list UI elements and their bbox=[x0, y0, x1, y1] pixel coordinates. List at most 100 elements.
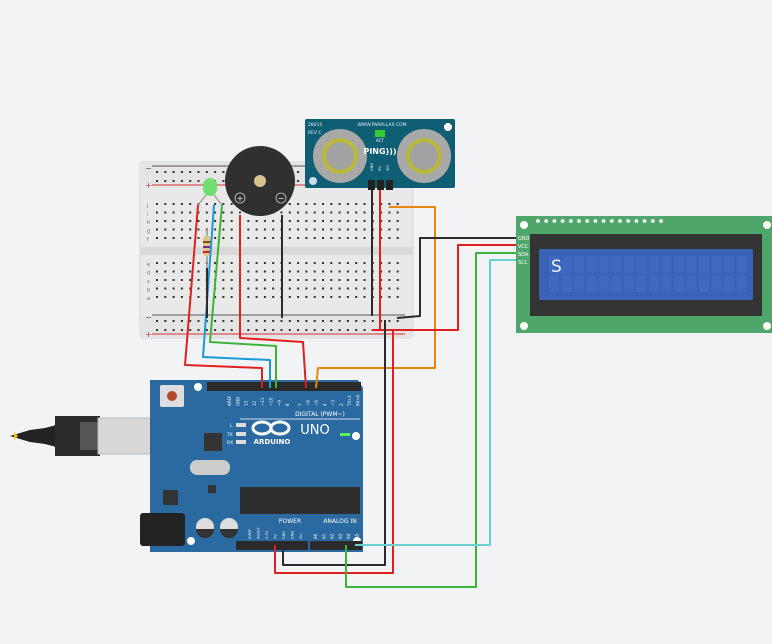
digital-pin-label: ~6 bbox=[306, 400, 311, 406]
row-letter: c bbox=[147, 279, 150, 285]
digital-pin-label: GND bbox=[235, 397, 240, 406]
lcd-gnd-wire-black[interactable] bbox=[396, 237, 516, 319]
lcd-cell bbox=[699, 256, 709, 273]
digital-header-2[interactable] bbox=[294, 382, 361, 391]
lcd-cell bbox=[549, 256, 559, 273]
power-pin-label: 3.3V bbox=[265, 530, 269, 539]
lcd-cell bbox=[586, 275, 597, 292]
row-letter: b bbox=[147, 288, 150, 294]
lcd-cell bbox=[611, 275, 622, 292]
sensor-brand: WWW.PARALLAX.COM bbox=[357, 122, 406, 128]
power-pin-label: GND bbox=[282, 531, 286, 539]
analog-pin-label: A3 bbox=[338, 533, 343, 539]
digital-pin-label: RX<0 bbox=[356, 394, 361, 406]
lcd-cell bbox=[624, 256, 634, 273]
row-letter: a bbox=[147, 296, 150, 302]
digital-pin-label: AREF bbox=[227, 395, 232, 406]
digital-pin-label: 2 bbox=[339, 403, 344, 406]
lcd-cell bbox=[549, 275, 559, 292]
lcd-cell bbox=[611, 256, 622, 273]
digital-pin-label: 4 bbox=[322, 403, 327, 406]
lcd-cell bbox=[636, 256, 647, 273]
reset-button[interactable] bbox=[167, 391, 177, 401]
lcd-pin-sda-label: SDA bbox=[518, 252, 529, 258]
arduino-gnd-wire-black[interactable] bbox=[282, 320, 386, 566]
lcd-cell bbox=[649, 275, 659, 292]
lcd-cell bbox=[724, 256, 734, 273]
lcd-cell bbox=[574, 275, 584, 292]
lcd-cell bbox=[636, 275, 647, 292]
power-label: POWER bbox=[279, 518, 301, 525]
rail-plus-label: + bbox=[145, 181, 152, 190]
sensor-pin-5v-label: 5V bbox=[378, 166, 382, 171]
analog-pin-label: A5 bbox=[355, 533, 360, 539]
row-letter: j bbox=[146, 203, 148, 209]
row-letter: f bbox=[147, 237, 149, 243]
ultrasonic-sensor[interactable]: 28015 REV C WWW.PARALLAX.COM ACT PING)))… bbox=[305, 119, 455, 190]
lcd-i2c-display[interactable]: S GND VCC SDA SCL bbox=[516, 216, 772, 333]
lcd-cell bbox=[574, 256, 584, 273]
power-header[interactable] bbox=[236, 541, 308, 550]
sensor-model-1: 28015 bbox=[308, 122, 322, 128]
lcd-cell bbox=[586, 256, 597, 273]
lcd-vcc-wire-red[interactable] bbox=[372, 244, 516, 331]
sensor-pin-gnd-label: GND bbox=[370, 163, 374, 171]
power-pin-label: IOREF bbox=[248, 529, 252, 539]
lcd-cell bbox=[649, 256, 659, 273]
row-letter: d bbox=[147, 271, 150, 277]
lcd-cell bbox=[661, 256, 672, 273]
sensor-sig-wire-orange[interactable] bbox=[315, 206, 436, 389]
piezo-buzzer[interactable]: + − bbox=[225, 146, 295, 216]
led-wire-blue[interactable] bbox=[202, 204, 271, 388]
analog-pin-label: A4 bbox=[346, 533, 351, 539]
lcd-cell bbox=[599, 275, 609, 292]
led-wire-green[interactable] bbox=[209, 204, 277, 388]
lcd-cell bbox=[561, 256, 572, 273]
lcd-cell bbox=[674, 275, 684, 292]
digital-pin-label: ~9 bbox=[277, 400, 282, 406]
lcd-cell bbox=[711, 256, 722, 273]
rail-minus-label-bottom: − bbox=[145, 313, 152, 322]
act-led bbox=[375, 130, 385, 137]
digital-pin-label: ~11 bbox=[260, 397, 265, 406]
tx-led-label: TX bbox=[226, 432, 233, 438]
digital-label: DIGITAL (PWM~) bbox=[295, 411, 345, 418]
buzzer-plus-label: + bbox=[237, 194, 244, 203]
digital-header-1[interactable] bbox=[207, 382, 297, 391]
rail-minus-label: − bbox=[145, 164, 152, 173]
buzzer-minus-label: − bbox=[278, 194, 285, 203]
crystal bbox=[190, 460, 230, 475]
lcd-scl-wire-cyan[interactable] bbox=[355, 259, 516, 546]
digital-pin-label: 8 bbox=[285, 403, 290, 406]
usb-cable[interactable] bbox=[10, 416, 154, 456]
lcd-cell bbox=[624, 275, 634, 292]
lcd-cell bbox=[686, 275, 697, 292]
digital-pin-label: 7 bbox=[297, 403, 302, 406]
row-letter: h bbox=[147, 220, 150, 226]
resistor[interactable] bbox=[203, 228, 211, 268]
row-letter: e bbox=[147, 262, 150, 268]
l-led-label: L bbox=[230, 423, 233, 429]
arduino-logo bbox=[251, 420, 291, 436]
rail-plus-label-bottom: + bbox=[145, 330, 152, 339]
row-letter: i bbox=[147, 212, 148, 218]
power-pin-label: 5V bbox=[274, 534, 278, 539]
arduino-logo-text: ARDUINO bbox=[254, 438, 291, 446]
lcd-sda-wire-green[interactable] bbox=[345, 252, 516, 588]
lcd-cell bbox=[561, 275, 572, 292]
lcd-cell bbox=[711, 275, 722, 292]
led-wire-red[interactable] bbox=[184, 204, 263, 388]
power-jack[interactable] bbox=[140, 513, 185, 546]
analog-pin-label: A1 bbox=[321, 533, 326, 539]
green-led[interactable] bbox=[197, 178, 223, 206]
digital-pin-label: ~10 bbox=[269, 397, 274, 406]
buzzer-wire-red[interactable] bbox=[239, 215, 307, 389]
act-label: ACT bbox=[376, 138, 384, 143]
lcd-text: S bbox=[551, 257, 562, 277]
on-label: ON bbox=[352, 433, 359, 439]
analog-header[interactable] bbox=[310, 541, 362, 550]
analog-label: ANALOG IN bbox=[323, 518, 356, 525]
arduino-5v-wire-red[interactable] bbox=[274, 330, 394, 574]
